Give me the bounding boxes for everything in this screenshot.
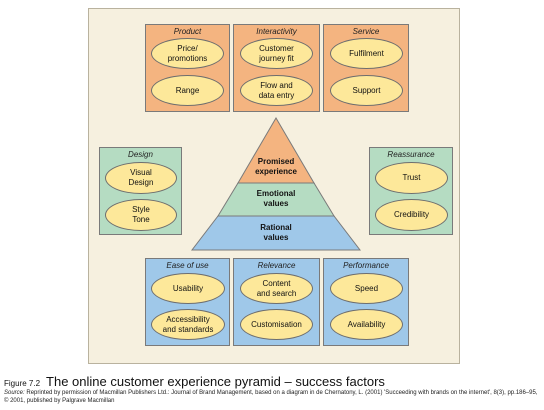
product-box: Product Price/ promotions Range	[145, 24, 230, 112]
figure-number: Figure 7.2	[4, 379, 41, 388]
range-ellipse: Range	[151, 75, 224, 106]
ease-of-use-box: Ease of use Usability Accessibility and …	[145, 258, 230, 346]
design-box: Design Visual Design Style Tone	[99, 147, 182, 235]
product-title: Product	[173, 27, 202, 36]
figure-title: The online customer experience pyramid –…	[46, 374, 385, 389]
source-label: Source:	[4, 390, 25, 396]
fulfilment-ellipse: Fulfilment	[330, 38, 403, 69]
customer-journey-fit-ellipse: Customer journey fit	[240, 38, 313, 69]
emotional-values-label: Emotional values	[256, 189, 296, 208]
experience-pyramid	[190, 117, 362, 251]
accessibility-standards-ellipse: Accessibility and standards	[151, 309, 225, 340]
relevance-title: Relevance	[257, 261, 296, 270]
design-title: Design	[128, 150, 153, 159]
trust-ellipse: Trust	[375, 162, 448, 194]
speed-ellipse: Speed	[330, 273, 403, 304]
flow-data-entry-ellipse: Flow and data entry	[240, 75, 313, 106]
relevance-box: Relevance Content and search Customisati…	[233, 258, 320, 346]
pyramid-bottom-tier	[190, 215, 362, 251]
reassurance-box: Reassurance Trust Credibility	[369, 147, 453, 235]
support-ellipse: Support	[330, 75, 403, 106]
visual-design-ellipse: Visual Design	[105, 162, 177, 194]
ease-of-use-title: Ease of use	[166, 261, 209, 270]
performance-box: Performance Speed Availability	[323, 258, 409, 346]
rational-values-label: Rational values	[260, 223, 292, 242]
figure-caption: Figure 7.2 The online customer experience…	[4, 374, 385, 389]
reassurance-title: Reassurance	[387, 150, 435, 159]
content-search-ellipse: Content and search	[240, 273, 313, 304]
availability-ellipse: Availability	[330, 309, 403, 340]
promised-experience-label: Promised experience	[255, 157, 297, 176]
interactivity-title: Interactivity	[256, 27, 297, 36]
usability-ellipse: Usability	[151, 273, 225, 304]
service-box: Service Fulfilment Support	[323, 24, 409, 112]
service-title: Service	[352, 27, 380, 36]
source-note: Source: Reprinted by permission of Macmi…	[4, 389, 540, 405]
price-promotions-ellipse: Price/ promotions	[151, 38, 224, 69]
interactivity-box: Interactivity Customer journey fit Flow …	[233, 24, 320, 112]
source-text: Reprinted by permission of Macmillan Pub…	[4, 390, 538, 404]
credibility-ellipse: Credibility	[375, 199, 448, 231]
performance-title: Performance	[343, 261, 389, 270]
style-tone-ellipse: Style Tone	[105, 199, 177, 231]
customisation-ellipse: Customisation	[240, 309, 313, 340]
